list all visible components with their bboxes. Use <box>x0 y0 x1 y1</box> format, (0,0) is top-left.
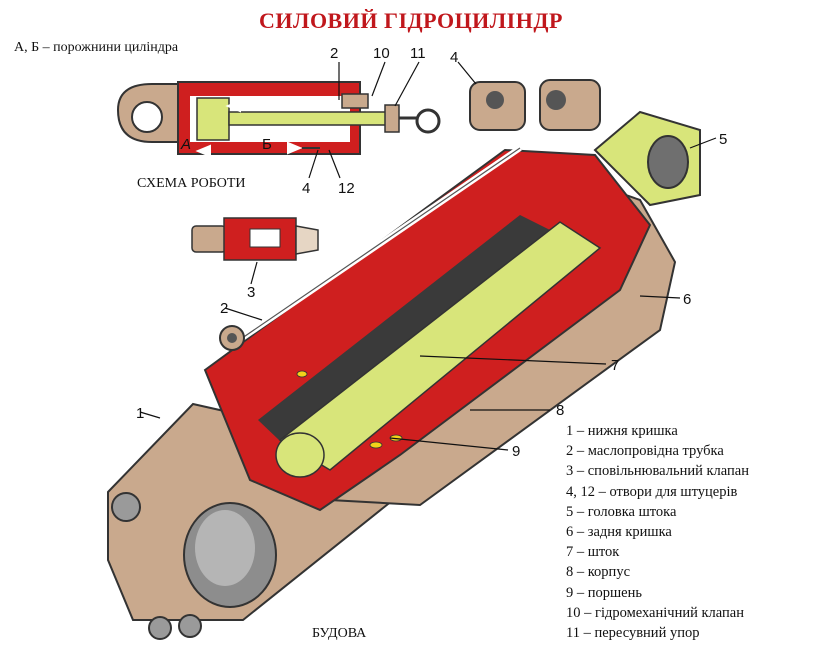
slowdown-valve: 3 <box>191 217 319 301</box>
callout-1: 1 <box>136 405 144 422</box>
callout-2: 2 <box>220 300 228 317</box>
parts-legend: 1 – нижня кришка 2 – маслопровідна трубк… <box>566 421 749 643</box>
callout-4-scheme: 4 <box>302 180 310 197</box>
legend-item: 3 – сповільнювальний клапан <box>566 463 749 480</box>
callout-6: 6 <box>683 291 691 308</box>
diagram-title: СИЛОВИЙ ГІДРОЦИЛІНДР <box>259 8 563 33</box>
legend-item: 6 – задня кришка <box>566 524 672 541</box>
cylinder-cutaway: 1 2 4 5 6 7 8 9 <box>107 49 727 640</box>
callout-5: 5 <box>719 131 727 148</box>
callout-4: 4 <box>450 49 458 66</box>
legend-item: 8 – корпус <box>566 564 631 581</box>
cavity-a-label: А <box>180 136 191 153</box>
callout-10: 10 <box>373 45 390 62</box>
callout-3: 3 <box>247 284 255 301</box>
legend-item: 5 – головка штока <box>566 503 677 520</box>
cavities-note: А, Б – порожнини циліндра <box>14 40 179 55</box>
callout-9: 9 <box>512 443 520 460</box>
callout-8: 8 <box>556 402 564 419</box>
legend-item: 7 – шток <box>566 544 620 561</box>
cavity-b-label: Б <box>262 136 272 153</box>
scheme-caption: СХЕМА РОБОТИ <box>137 176 246 191</box>
legend-item: 11 – пересувний упор <box>566 625 700 642</box>
callout-7: 7 <box>611 357 619 374</box>
legend-item: 9 – поршень <box>566 584 642 601</box>
build-caption: БУДОВА <box>312 626 367 641</box>
callout-2-scheme: 2 <box>330 45 338 62</box>
legend-item: 10 – гідромеханічний клапан <box>566 604 744 621</box>
legend-item: 1 – нижня кришка <box>566 423 678 439</box>
callout-12: 12 <box>338 180 355 197</box>
working-scheme: А Б 2 10 11 4 12 <box>116 45 441 197</box>
callout-11: 11 <box>410 45 426 62</box>
legend-item: 2 – маслопровідна трубка <box>566 443 724 460</box>
legend-item: 4, 12 – отвори для штуцерів <box>566 483 738 500</box>
